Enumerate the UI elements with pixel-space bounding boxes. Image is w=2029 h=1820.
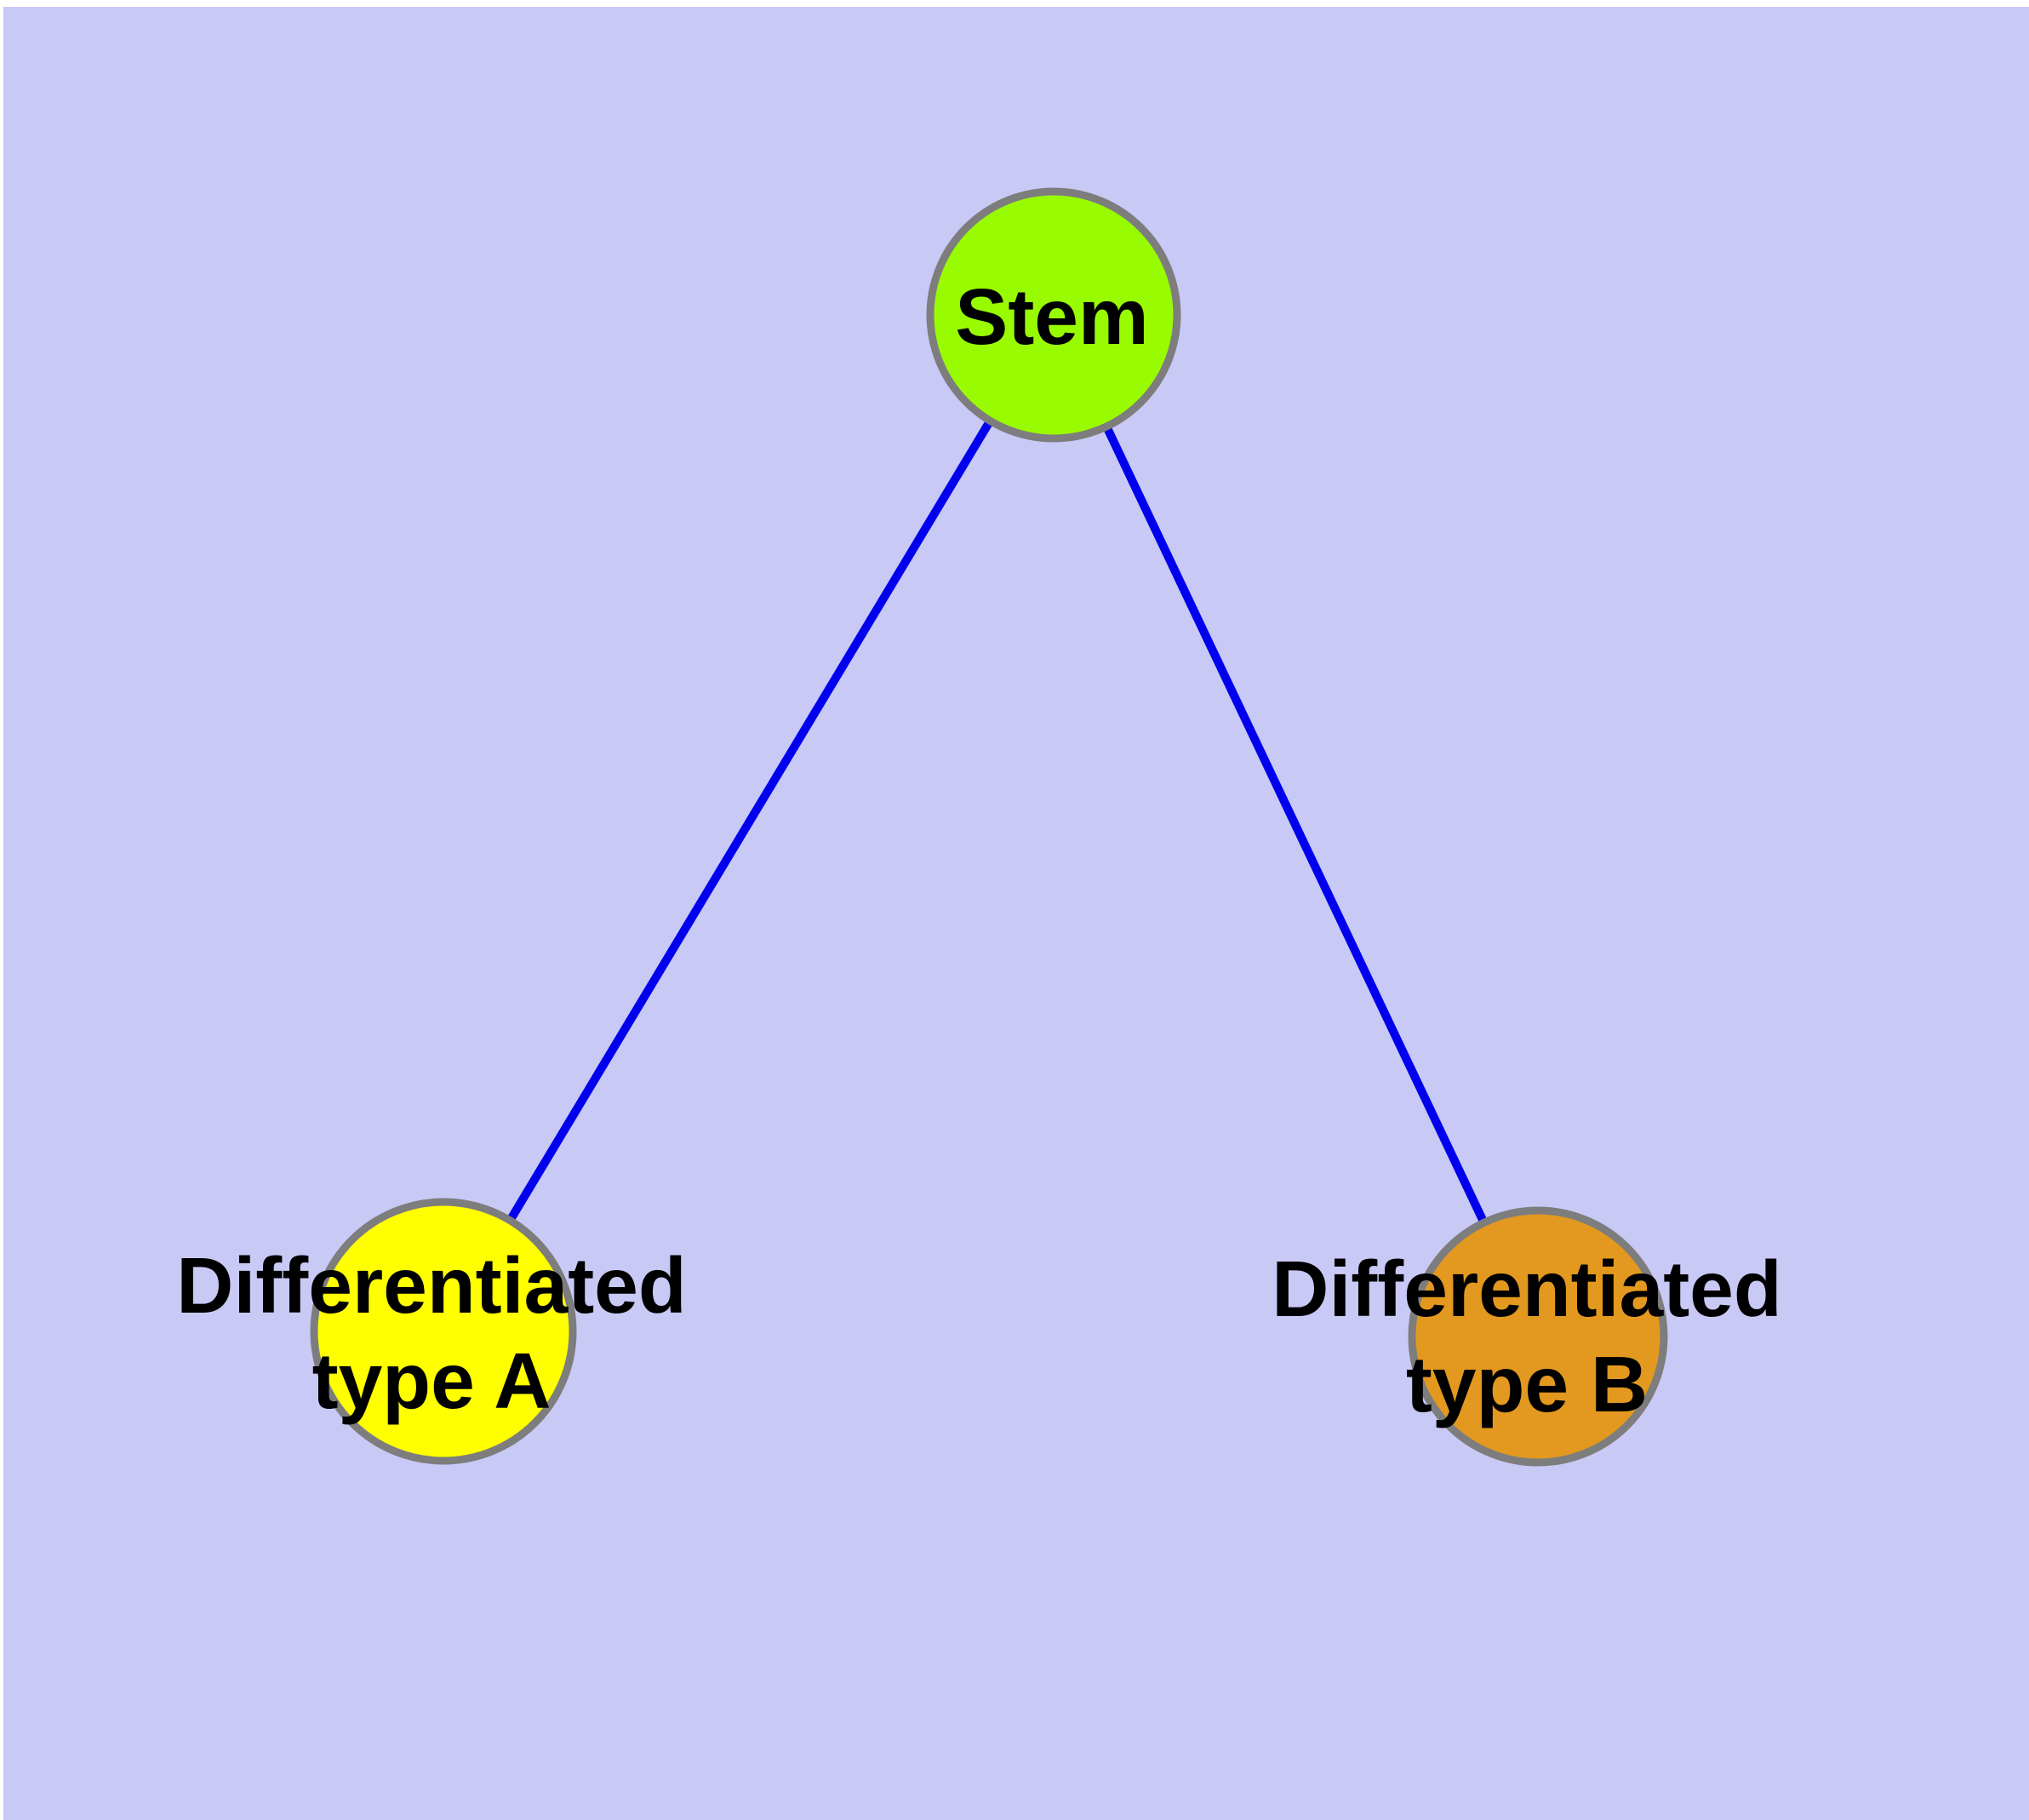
edge-stem-to-type-b (1049, 312, 1542, 1339)
node-type-b-circle (1408, 1206, 1668, 1467)
node-type-a-label: Differentiated type A (176, 1238, 686, 1428)
node-stem-label: Stem (955, 272, 1149, 361)
node-type-a-circle (310, 1198, 577, 1465)
edge-stem-to-type-a (439, 312, 1058, 1334)
node-type-a-label-line1: Differentiated (176, 1241, 687, 1330)
node-type-b-label: Differentiated type B (1272, 1241, 1781, 1432)
node-group (310, 187, 1668, 1467)
node-type-b-label-line2: type B (1405, 1340, 1649, 1428)
node-stem-circle (926, 187, 1181, 443)
node-type-b-label-line1: Differentiated (1272, 1245, 1782, 1333)
edge-group (439, 312, 1542, 1339)
node-type-a-label-line2: type A (311, 1336, 552, 1425)
